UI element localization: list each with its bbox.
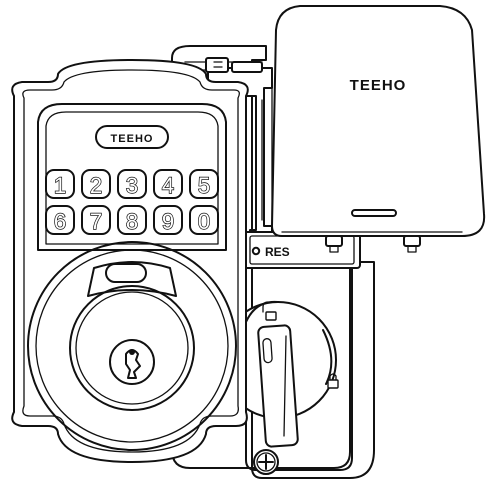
key-button[interactable] [189,205,219,235]
cover-brand-logo: TEEHO [350,77,407,94]
exterior-keypad-lock: TEEHO 1 2 3 4 5 6 7 8 9 0 [11,59,249,463]
key-button[interactable] [189,169,219,199]
key-label: 4 [162,173,174,198]
sensor-window [105,263,147,283]
key-label: 3 [126,173,138,198]
battery-compartment [205,57,273,243]
reset-button[interactable] [251,246,261,256]
keypad-brand-logo: TEEHO [111,133,154,145]
key-button[interactable] [117,205,147,235]
key-label: 9 [162,209,174,234]
key-button[interactable] [153,205,183,235]
key-button[interactable] [153,169,183,199]
key-label: 6 [54,209,66,234]
key-button[interactable] [117,169,147,199]
unlocked-padlock-icon [262,301,277,321]
keypad-row-1: 1 2 3 4 5 [45,169,219,199]
key-label: 5 [198,173,210,198]
key-label: 8 [126,209,138,234]
key-label: 7 [90,209,102,234]
cylinder-outer-ring [27,241,237,451]
thumb-turn[interactable] [219,300,337,448]
key-label: 1 [54,173,66,198]
cylinder-face [69,285,195,411]
reset-label: RES [265,245,290,259]
keyhole-icon [109,339,155,385]
key-label: 2 [90,173,102,198]
key-button[interactable] [45,169,75,199]
locked-padlock-icon [327,373,339,389]
cover-release-slot [351,209,397,217]
key-button[interactable] [81,169,111,199]
keypad-brand-badge [95,125,169,149]
phillips-screw-icon [253,449,279,475]
battery-cover: TEEHO [271,5,486,253]
key-button[interactable] [81,205,111,235]
key-label: 0 [198,209,210,234]
key-button[interactable] [45,205,75,235]
keypad-row-2: 6 7 8 9 0 [45,205,219,235]
